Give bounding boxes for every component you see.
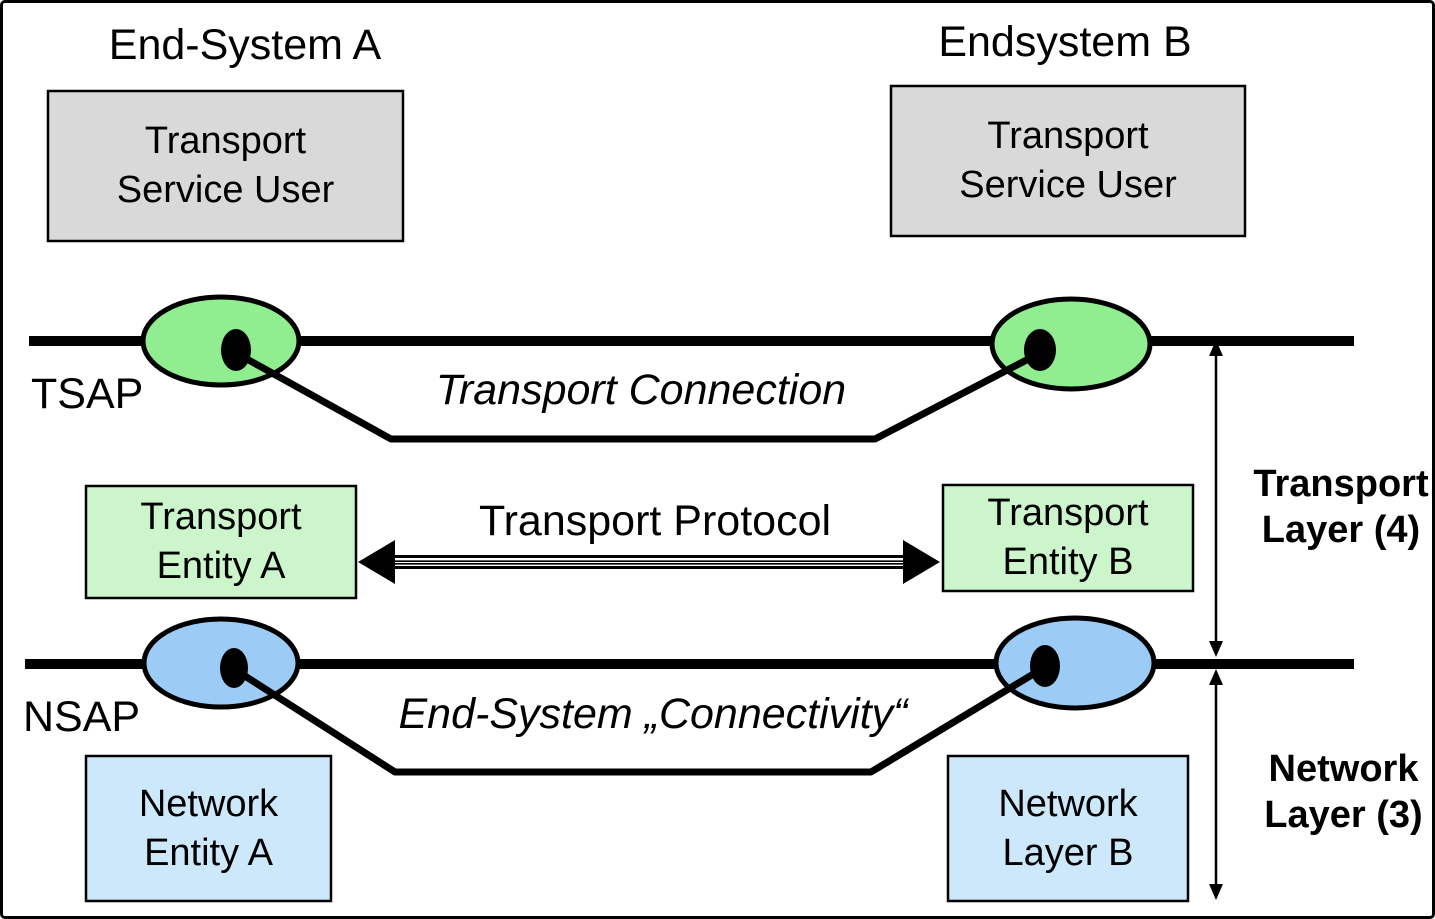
nsap-b-dot bbox=[1030, 645, 1060, 687]
nsap-b-ellipse bbox=[993, 615, 1157, 711]
nsap-label: NSAP bbox=[23, 693, 141, 741]
arrowhead-up-icon bbox=[1209, 669, 1223, 685]
network-entity-a-label: Network Entity A bbox=[138, 782, 279, 874]
network-layer-label: Network Layer (3) bbox=[1264, 748, 1423, 836]
transport-entity-a-label: Transport Entity A bbox=[140, 496, 302, 587]
transport-service-user-b-label: Transport Service User bbox=[959, 115, 1177, 206]
end-system-b-title: Endsystem B bbox=[938, 18, 1192, 66]
arrowhead-right-icon bbox=[903, 540, 940, 584]
transport-connection-path bbox=[232, 349, 1044, 443]
arrowhead-left-icon bbox=[358, 540, 395, 584]
transport-protocol-label: Transport Protocol bbox=[478, 497, 832, 545]
end-system-a-title: End-System A bbox=[108, 21, 382, 69]
network-layer-span-arrow bbox=[1209, 669, 1223, 900]
transport-connection-label: Transport Connection bbox=[435, 366, 847, 414]
transport-service-user-a-box bbox=[46, 89, 405, 243]
tsap-b-ellipse bbox=[989, 296, 1153, 392]
tsap-b-dot bbox=[1024, 329, 1056, 371]
diagram-shapes bbox=[25, 84, 1354, 903]
end-system-connectivity-label: End-System „Connectivity“ bbox=[398, 690, 908, 738]
network-layer-b-label: Network Layer B bbox=[998, 782, 1138, 874]
transport-protocol-arrow bbox=[358, 540, 940, 584]
arrowhead-down-icon bbox=[1209, 641, 1223, 657]
transport-entity-b-box bbox=[941, 483, 1195, 593]
transport-service-user-b-box bbox=[889, 84, 1247, 238]
transport-entity-a-box bbox=[84, 484, 358, 600]
tsap-a-dot bbox=[221, 329, 251, 371]
transport-layer-span-arrow bbox=[1209, 340, 1223, 657]
transport-service-user-a-label: Transport Service User bbox=[116, 120, 335, 211]
tsap-label: TSAP bbox=[31, 370, 144, 418]
end-system-connectivity-path bbox=[230, 663, 1049, 776]
network-layer-b-box bbox=[946, 754, 1190, 903]
nsap-a-dot bbox=[220, 648, 248, 688]
arrowhead-down-icon bbox=[1209, 884, 1223, 900]
transport-layer-label: Transport Layer (4) bbox=[1253, 463, 1429, 551]
network-entity-a-box bbox=[84, 754, 333, 903]
arrowhead-up-icon bbox=[1209, 340, 1223, 356]
transport-entity-b-label: Transport Entity B bbox=[987, 492, 1149, 583]
